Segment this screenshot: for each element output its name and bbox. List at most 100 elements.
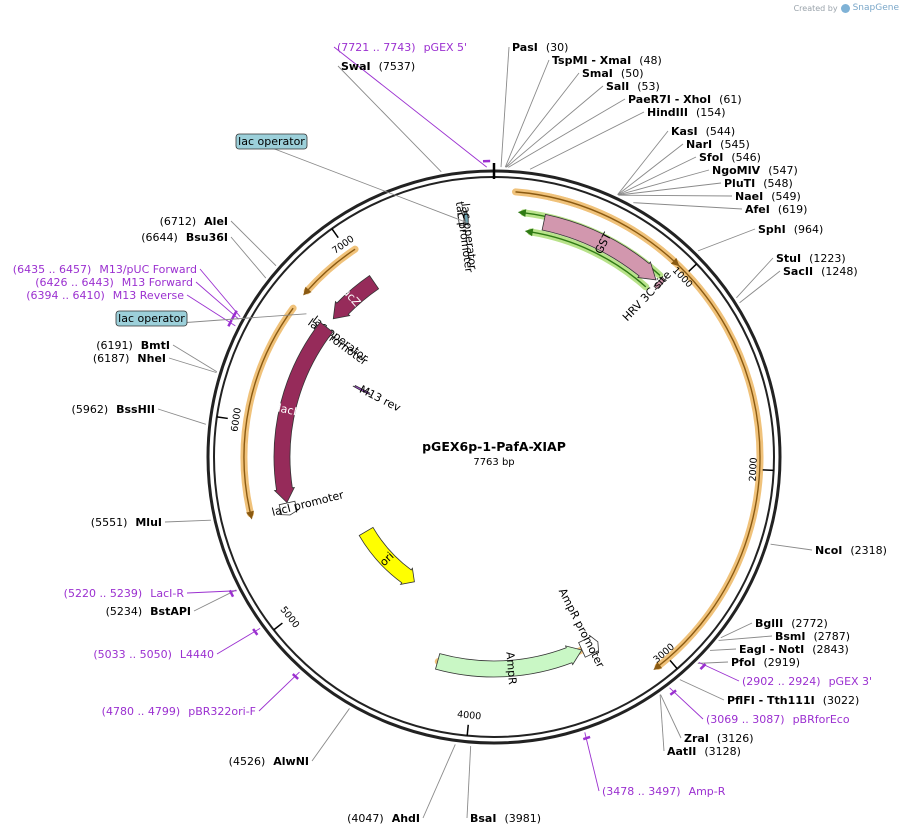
feature-ori[interactable]: ori (358, 526, 415, 586)
site-label-enzyme[interactable]: (4526)AlwNI (229, 755, 309, 768)
site-label-enzyme[interactable]: (4047)AhdI (347, 812, 420, 825)
site-label-enzyme[interactable]: SfoI(546) (699, 151, 761, 164)
site-position: (544) (706, 125, 736, 138)
site-position: (6426 .. 6443) (35, 276, 114, 289)
site-name: SphI (758, 223, 786, 236)
site-label-enzyme[interactable]: KasI (544) (671, 125, 735, 138)
tick-mark (331, 228, 339, 239)
leader-line (529, 111, 645, 170)
site-name: ZraI (684, 732, 709, 745)
site-label-enzyme[interactable]: SmaI(50) (582, 67, 644, 80)
leader-line (504, 59, 550, 168)
site-position: (3128) (704, 745, 741, 758)
site-name: pGEX 3' (829, 675, 873, 688)
site-position: (4780 .. 4799) (102, 705, 181, 718)
site-label-enzyme[interactable]: TspMI - XmaI(48) (552, 54, 662, 67)
site-name: AatII (667, 745, 696, 758)
site-label-enzyme[interactable]: SphI(964) (758, 223, 823, 236)
tick-label: 2000 (748, 457, 760, 482)
feature-shape[interactable] (463, 210, 469, 227)
site-label-enzyme[interactable]: PasI(30) (512, 41, 568, 54)
site-label-enzyme[interactable]: SwaI(7537) (341, 60, 415, 73)
site-position: (154) (696, 106, 726, 119)
site-label-enzyme[interactable]: PluTI(548) (724, 177, 793, 190)
site-label-primer[interactable]: (4780 .. 4799)pBR322ori-F (102, 705, 256, 718)
site-name: M13/pUC Forward (99, 263, 197, 276)
site-label-enzyme[interactable]: (6191)BmtI (96, 339, 170, 352)
feature-gst[interactable]: GST (541, 213, 657, 281)
site-name: KasI (671, 125, 698, 138)
leader-line (660, 694, 682, 739)
site-label-enzyme[interactable]: EagI - NotI(2843) (739, 643, 849, 656)
feature-lacz-[interactable]: lacZα (332, 275, 380, 320)
site-label-enzyme[interactable]: BsmI(2787) (775, 630, 850, 643)
site-label-enzyme[interactable]: (6187)NheI (93, 352, 166, 365)
feature-shape[interactable] (541, 213, 657, 281)
feature-shape[interactable] (653, 276, 667, 291)
feature-shape[interactable] (358, 526, 415, 586)
leader-line (168, 357, 217, 374)
site-label-enzyme[interactable]: SacII(1248) (783, 265, 858, 278)
feature-ampr[interactable]: AmpR (435, 645, 583, 686)
leader-line (216, 628, 261, 655)
lac-operator-label: lac operator (118, 312, 185, 325)
site-label-enzyme[interactable]: (6644)Bsu36I (141, 231, 228, 244)
site-label-enzyme[interactable]: PfoI(2919) (731, 656, 800, 669)
site-label-primer[interactable]: (5220 .. 5239)LacI-R (64, 587, 185, 600)
feature-shape[interactable] (578, 634, 600, 658)
lac-operator-box[interactable] (115, 310, 188, 327)
leader-line (505, 72, 580, 168)
primer-mark (228, 589, 235, 598)
site-label-primer[interactable]: (6426 .. 6443)M13 Forward (35, 276, 193, 289)
feature-shape[interactable] (352, 385, 371, 396)
site-label-enzyme[interactable]: AatII (3128) (667, 745, 741, 758)
feature-laci[interactable]: lacI (273, 321, 334, 504)
site-label-enzyme[interactable]: HindIII(154) (647, 106, 726, 119)
site-label-enzyme[interactable]: NarI(545) (686, 138, 750, 151)
orf-line (515, 191, 676, 263)
site-label-primer[interactable]: (5033 .. 5050)L4440 (93, 648, 214, 661)
site-name: NcoI (815, 544, 842, 557)
site-label-enzyme[interactable]: PflFI - Tth111I(3022) (727, 694, 859, 707)
site-label-primer[interactable]: (6394 .. 6410)M13 Reverse (26, 289, 184, 302)
site-label-primer[interactable]: (6435 .. 6457)M13/pUC Forward (13, 263, 197, 276)
site-label-enzyme[interactable]: StuI(1223) (776, 252, 846, 265)
site-position: (5551) (91, 516, 128, 529)
leader-line (669, 687, 704, 720)
leader-line (697, 661, 729, 664)
orf-layer (240, 188, 764, 673)
site-label-enzyme[interactable]: SalI(53) (606, 80, 660, 93)
site-position: (3069 .. 3087) (706, 713, 785, 726)
site-label-enzyme[interactable]: (6712)AleI (160, 215, 228, 228)
site-label-enzyme[interactable]: NgoMIV(547) (712, 164, 798, 177)
lac-operator-box[interactable] (235, 133, 308, 150)
site-label-enzyme[interactable]: NcoI(2318) (815, 544, 887, 557)
site-position: (6712) (160, 215, 197, 228)
site-label-primer[interactable]: (2902 .. 2924)pGEX 3' (742, 675, 872, 688)
site-label-primer[interactable]: (3069 .. 3087)pBRforEco (706, 713, 850, 726)
site-name: PasI (512, 41, 538, 54)
site-label-primer[interactable]: (7721 .. 7743)pGEX 5' (337, 41, 467, 54)
site-label-enzyme[interactable]: AfeI(619) (745, 203, 807, 216)
feature-m13-rev[interactable]: M13 rev (352, 383, 403, 415)
site-label-enzyme[interactable]: PaeR7I - XhoI(61) (628, 93, 742, 106)
feature-shape[interactable] (457, 211, 465, 228)
site-label-primer[interactable]: (3478 .. 3497)Amp-R (602, 785, 726, 798)
feature-shape[interactable] (332, 275, 380, 320)
feature-shape[interactable] (278, 500, 300, 516)
site-label-enzyme[interactable]: (5551)MluI (91, 516, 162, 529)
site-label-enzyme[interactable]: ZraI(3126) (684, 732, 754, 745)
site-label-enzyme[interactable]: NaeI(549) (735, 190, 801, 203)
site-label-enzyme[interactable]: BsaI(3981) (470, 812, 541, 825)
backbone-ring (206, 163, 782, 745)
site-label-enzyme[interactable]: (5234)BstAPI (106, 605, 191, 618)
leader-line (271, 147, 468, 223)
primer-mark (699, 663, 707, 671)
feature-shape[interactable] (435, 645, 583, 678)
site-label-enzyme[interactable]: BglII(2772) (755, 617, 828, 630)
feature-shape[interactable] (273, 321, 334, 504)
leader-line (710, 648, 737, 651)
site-name: BssHII (116, 403, 155, 416)
site-label-enzyme[interactable]: (5962)BssHII (72, 403, 155, 416)
